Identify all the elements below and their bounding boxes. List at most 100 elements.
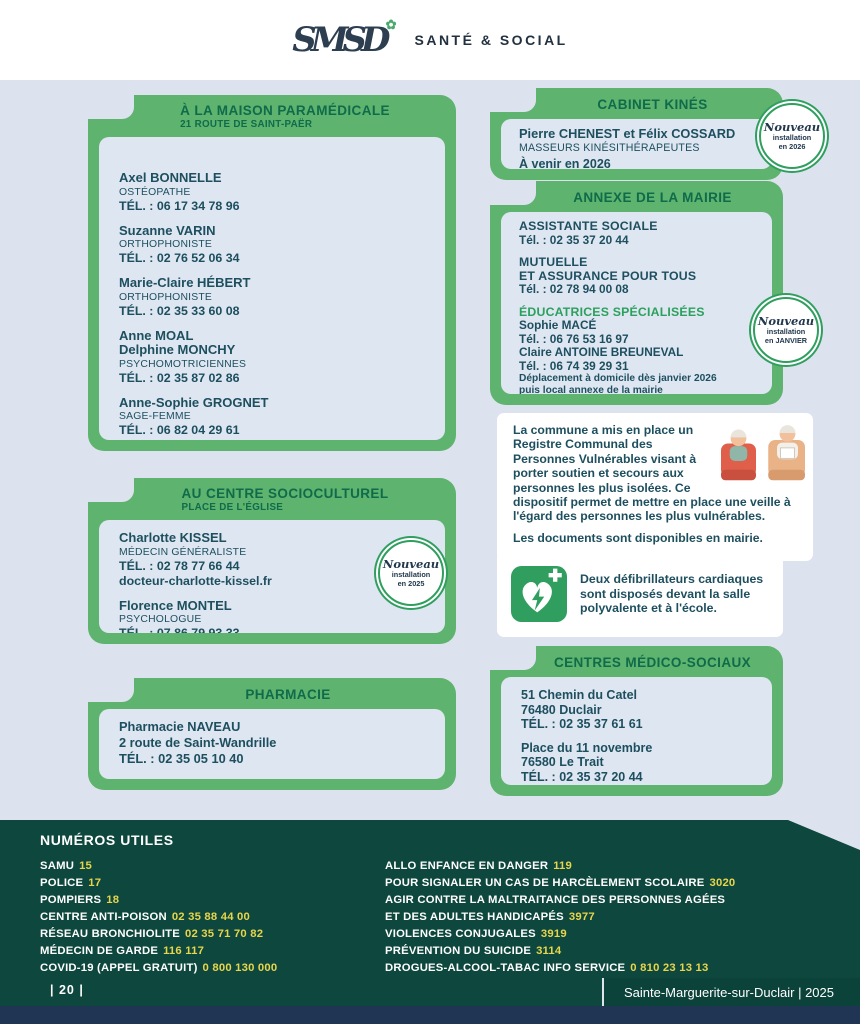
section-note: Déplacement à domicile dès janvier 2026 bbox=[519, 373, 717, 384]
card-body: ASSISTANTE SOCIALE Tél. : 02 35 37 20 44… bbox=[501, 212, 772, 394]
location-block: Place du 11 novembre 76580 Le Trait TÉL.… bbox=[521, 741, 756, 785]
practitioner-name: Anne MOAL bbox=[119, 327, 194, 343]
card-body: Pierre CHENEST et Félix COSSARD MASSEURS… bbox=[501, 119, 772, 169]
badge-line: en JANVIER bbox=[764, 336, 808, 345]
card-cabinet-kines: CABINET KINÉS Pierre CHENEST et Félix CO… bbox=[490, 88, 825, 180]
annexe-section-assistante: ASSISTANTE SOCIALE Tél. : 02 35 37 20 44 bbox=[519, 219, 758, 247]
defibrillateurs-text: Deux défibrillateurs cardiaques sont dis… bbox=[580, 572, 764, 616]
card-subtitle: 21 ROUTE DE SAINT-PAËR bbox=[180, 119, 313, 130]
kines-note: À venir en 2026 bbox=[519, 156, 611, 170]
location-block: 51 Chemin du Catel 76480 Duclair TÉL. : … bbox=[521, 688, 756, 732]
card-notch bbox=[490, 646, 536, 670]
educatrice-name: Sophie MACÉ bbox=[519, 318, 597, 332]
card-body: Pharmacie NAVEAU 2 route de Saint-Wandri… bbox=[99, 709, 445, 779]
defibrillator-icon bbox=[511, 566, 567, 622]
footer-title: NUMÉROS UTILES bbox=[40, 832, 174, 848]
section-phone: Tél. : 02 35 37 20 44 bbox=[519, 232, 629, 247]
location-line: 51 Chemin du Catel bbox=[521, 688, 637, 702]
card-body: 51 Chemin du Catel 76480 Duclair TÉL. : … bbox=[501, 677, 772, 785]
practitioner-role: SAGE-FEMME bbox=[119, 411, 191, 422]
practitioner-phone: TÉL. : 06 82 04 29 61 bbox=[119, 423, 240, 437]
kines-role: MASSEURS KINÉSITHÉRAPEUTES bbox=[519, 141, 700, 154]
card-pharmacie: PHARMACIE Pharmacie NAVEAU 2 route de Sa… bbox=[88, 678, 456, 790]
footer-line: AGIR CONTRE LA MALTRAITANCE DES PERSONNE… bbox=[385, 894, 726, 906]
badge-line: en 2025 bbox=[397, 579, 425, 588]
card-centres-medico-sociaux: CENTRES MÉDICO-SOCIAUX 51 Chemin du Cate… bbox=[490, 646, 783, 796]
practitioner-entry: Florence MONTEL PSYCHOLOGUE TÉL. : 07 86… bbox=[119, 597, 429, 633]
practitioner-entry: Suzanne VARIN ORTHOPHONISTE TÉL. : 02 76… bbox=[119, 222, 429, 267]
practitioner-name: Charlotte KISSEL bbox=[119, 530, 227, 545]
smsd-logo: SMSD ✿ bbox=[292, 19, 398, 60]
practitioner-entry: Marie-Claire HÉBERT ORTHOPHONISTE TÉL. :… bbox=[119, 275, 429, 319]
practitioner-role: MÉDECIN GÉNÉRALISTE bbox=[119, 546, 247, 558]
practitioner-entry: Charlotte KISSEL MÉDECIN GÉNÉRALISTE TÉL… bbox=[119, 530, 429, 589]
section-title: SANTÉ & SOCIAL bbox=[414, 32, 568, 48]
page-number: | 20 | bbox=[50, 983, 84, 997]
location-phone: TÉL. : 02 35 37 61 61 bbox=[521, 717, 643, 731]
section-heading: ÉDUCATRICES SPÉCIALISÉES bbox=[519, 304, 705, 319]
card-maison-paramedicale: À LA MAISON PARAMÉDICALE 21 ROUTE DE SAI… bbox=[88, 95, 456, 451]
card-title: À LA MAISON PARAMÉDICALE bbox=[180, 103, 390, 118]
educatrice-phone: Tél. : 06 74 39 29 31 bbox=[519, 358, 629, 373]
card-notch bbox=[88, 95, 134, 119]
practitioner-name: Anne-Sophie GROGNET bbox=[119, 394, 269, 410]
nouveau-badge-2025: Nouveau installation en 2025 bbox=[378, 540, 444, 606]
pharmacy-name: Pharmacie NAVEAU bbox=[119, 719, 241, 734]
badge-line: Nouveau bbox=[763, 120, 821, 134]
page-header: SMSD ✿ SANTÉ & SOCIAL bbox=[0, 0, 860, 80]
annexe-section-educatrices: ÉDUCATRICES SPÉCIALISÉES Sophie MACÉ Tél… bbox=[519, 304, 758, 395]
section-note: puis local annexe de la mairie bbox=[519, 384, 663, 395]
pharmacy-address: 2 route de Saint-Wandrille bbox=[119, 735, 277, 750]
card-title: AU CENTRE SOCIOCULTUREL bbox=[181, 486, 389, 501]
footer-line: COVID-19 (APPEL GRATUIT)0 800 130 000 bbox=[40, 962, 278, 974]
practitioner-name: Marie-Claire HÉBERT bbox=[119, 275, 251, 290]
practitioner-name: Florence MONTEL bbox=[119, 597, 232, 613]
practitioner-website: docteur-charlotte-kissel.fr bbox=[119, 573, 272, 588]
section-heading: ASSISTANTE SOCIALE bbox=[519, 219, 658, 233]
practitioner-entry: Anne-Sophie GROGNET SAGE-FEMME TÉL. : 06… bbox=[119, 394, 429, 439]
card-subtitle: PLACE DE L'ÉGLISE bbox=[181, 502, 284, 513]
flower-icon: ✿ bbox=[385, 18, 397, 33]
badge-line: installation bbox=[391, 570, 431, 579]
practitioner-entry: Axel BONNELLE OSTÉOPATHE TÉL. : 06 17 34… bbox=[119, 170, 429, 214]
practitioner-role: PSYCHOLOGUE bbox=[119, 614, 202, 625]
educatrice-name: Claire ANTOINE BREUNEVAL bbox=[519, 345, 684, 359]
section-phone: Tél. : 02 78 94 00 08 bbox=[519, 282, 629, 296]
card-notch bbox=[88, 478, 134, 502]
card-notch bbox=[88, 678, 134, 702]
footer-line: POUR SIGNALER UN CAS DE HARCÈLEMENT SCOL… bbox=[385, 877, 736, 889]
card-defibrillateurs: Deux défibrillateurs cardiaques sont dis… bbox=[497, 551, 783, 637]
nouveau-badge-janvier: Nouveau installation en JANVIER bbox=[753, 297, 819, 363]
card-notch bbox=[490, 181, 536, 205]
elderly-couple-illustration bbox=[721, 425, 805, 481]
logo-monogram: SMSD bbox=[292, 20, 390, 60]
badge-line: Nouveau bbox=[382, 557, 440, 571]
registre-paragraph: Les documents sont disponibles en mairie… bbox=[513, 530, 763, 545]
practitioner-role: ORTHOPHONISTE bbox=[119, 291, 213, 303]
practitioner-phone: TÉL. : 06 17 34 78 96 bbox=[119, 198, 240, 213]
practitioner-name: Suzanne VARIN bbox=[119, 222, 216, 238]
practitioner-role: OSTÉOPATHE bbox=[119, 186, 191, 198]
card-centre-socioculturel: AU CENTRE SOCIOCULTUREL PLACE DE L'ÉGLIS… bbox=[88, 478, 456, 644]
location-phone: TÉL. : 02 35 37 20 44 bbox=[521, 769, 643, 784]
practitioner-entry: Anne MOAL Delphine MONCHY PSYCHOMOTRICIE… bbox=[119, 327, 429, 386]
annexe-section-mutuelle: MUTUELLE ET ASSURANCE POUR TOUS Tél. : 0… bbox=[519, 255, 758, 297]
card-body: Axel BONNELLE OSTÉOPATHE TÉL. : 06 17 34… bbox=[99, 137, 445, 440]
card-header: AU CENTRE SOCIOCULTUREL PLACE DE L'ÉGLIS… bbox=[156, 486, 389, 513]
badge-line: Nouveau bbox=[757, 314, 815, 328]
bottom-navy-bar bbox=[0, 1006, 860, 1024]
practitioner-phone: TÉL. : 07 86 79 93 33 bbox=[119, 626, 240, 633]
practitioner-phone: TÉL. : 02 35 33 60 08 bbox=[119, 303, 240, 318]
